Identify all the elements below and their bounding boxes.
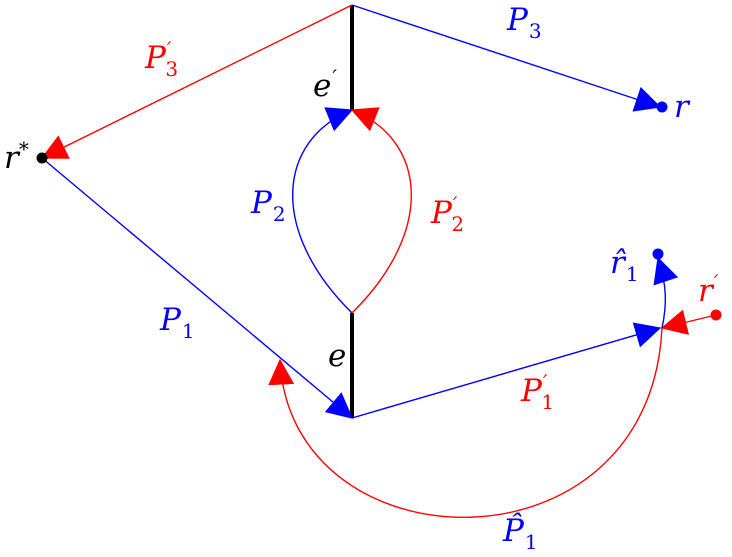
label-p3-prime: P′3 (144, 37, 178, 81)
node-r-star (36, 152, 48, 164)
path-p2 (292, 107, 354, 314)
label-p3: P3 (506, 2, 542, 43)
label-e: e (328, 338, 346, 374)
node-r (656, 101, 668, 113)
label-p1: P1 (159, 302, 195, 343)
path-p1-hat (268, 327, 663, 519)
label-r-hat-1: r̂1 (610, 245, 639, 286)
label-e-prime: e′ (313, 65, 337, 104)
label-r-prime: r′ (698, 270, 719, 309)
path-p3 (351, 4, 662, 112)
label-p1-prime: P′1 (520, 370, 554, 414)
node-r-hat-1 (652, 248, 664, 260)
label-p2: P2 (250, 185, 286, 226)
path-p3-prime (40, 4, 353, 159)
label-p2-prime: P′2 (430, 192, 464, 236)
label-r-star: r* (4, 137, 29, 176)
node-r-prime (710, 309, 722, 321)
path-p1 (41, 157, 353, 419)
path-p2-prime (350, 107, 412, 314)
path-to-r-hat-1 (653, 256, 679, 329)
label-r: r (674, 89, 691, 125)
label-p1-hat: P̂1 (502, 511, 538, 554)
path-p1-prime (351, 322, 662, 419)
path-r-prime (660, 309, 717, 335)
